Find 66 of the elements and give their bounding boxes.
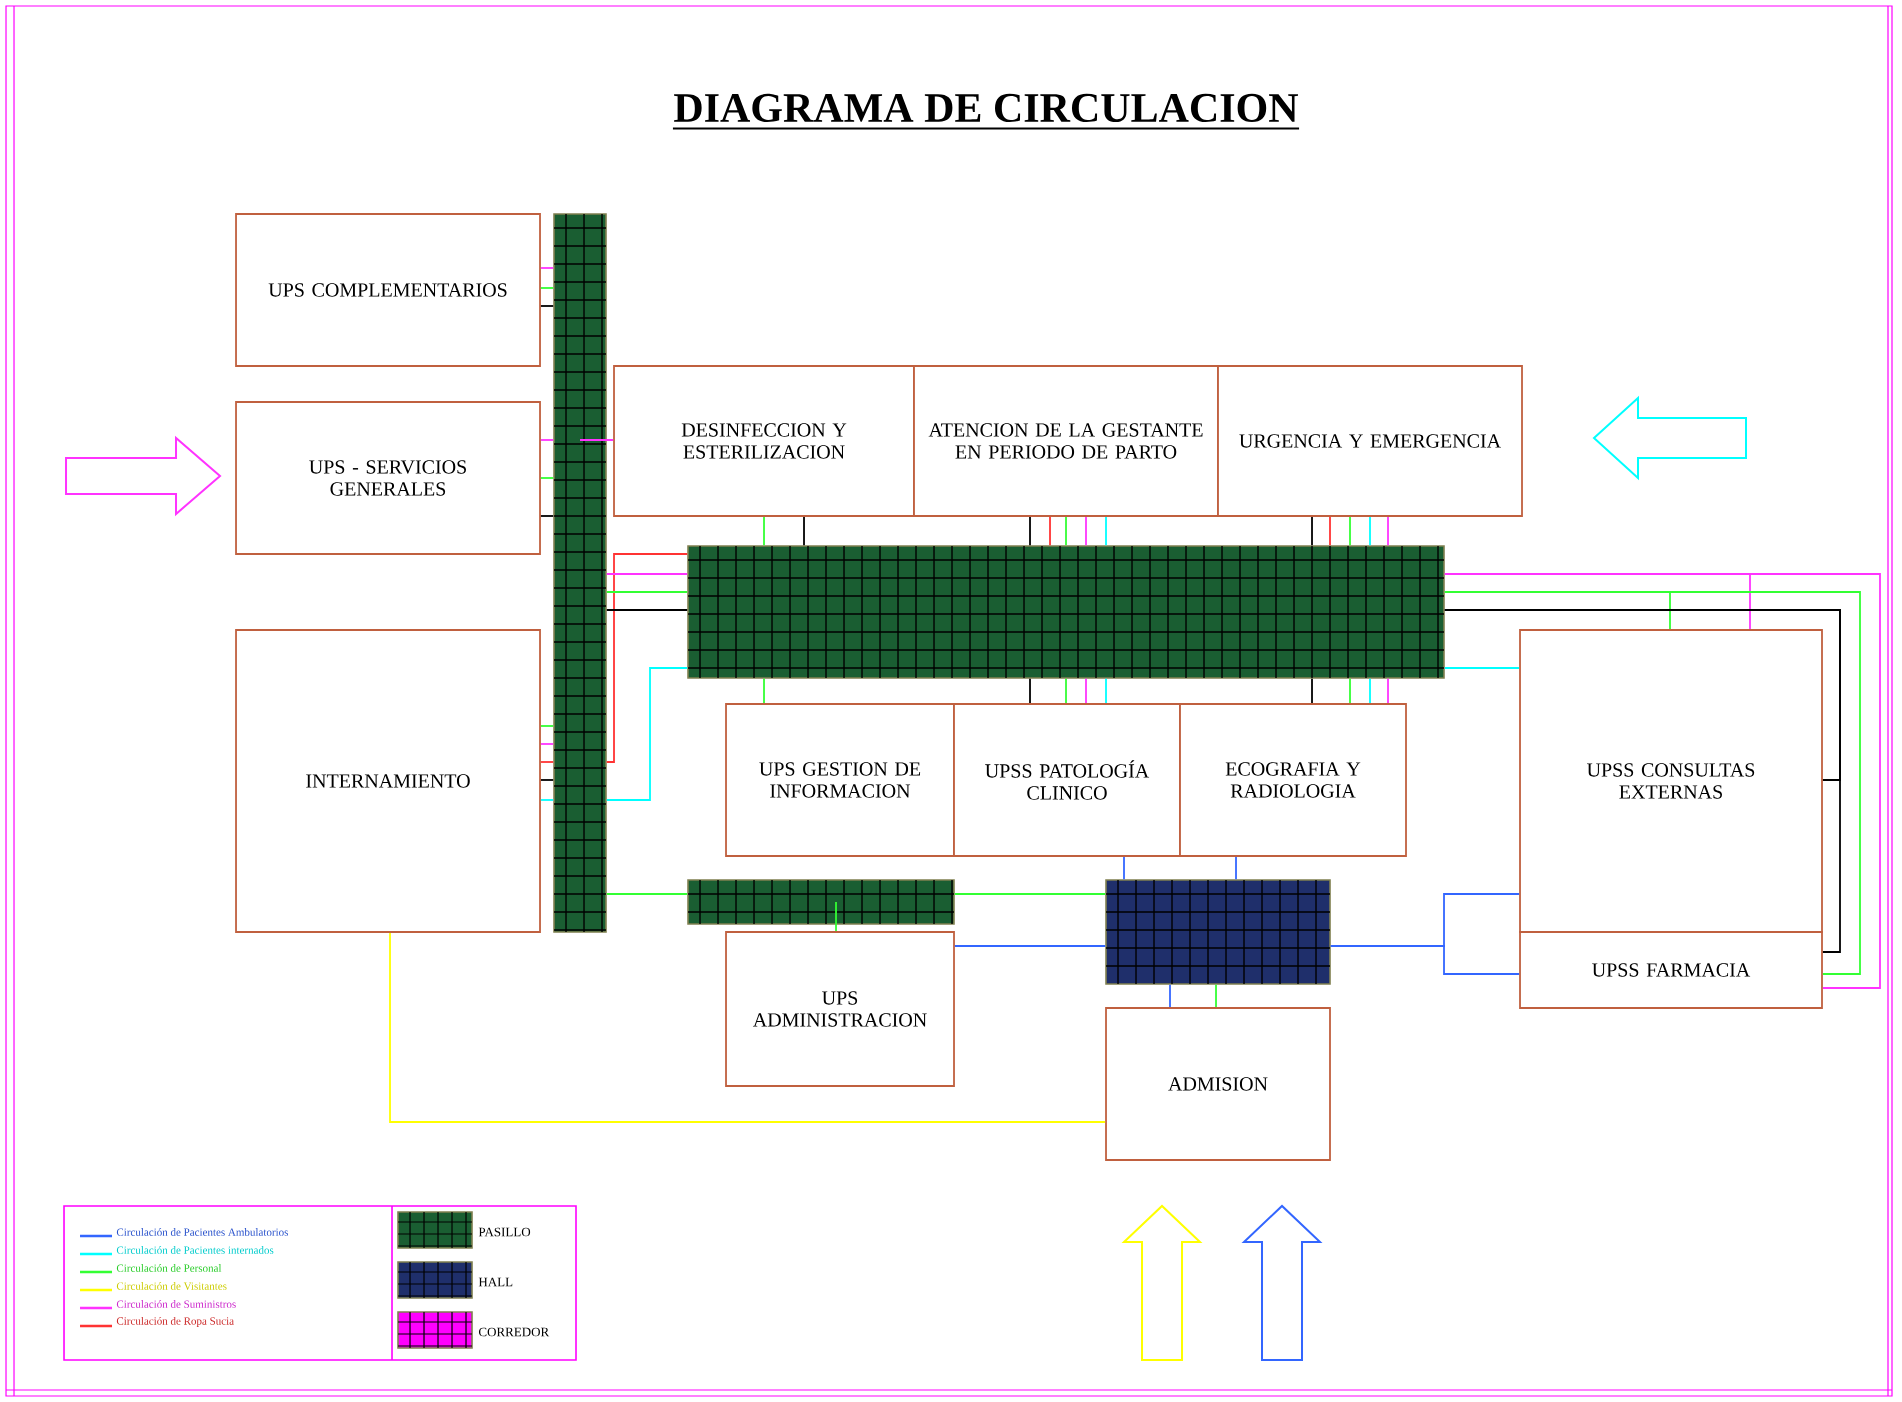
circulation-line [1085,677,1087,704]
circulation-line [579,439,614,441]
room-box: UPS COMPLEMENTARIOS [235,213,541,367]
circulation-line [763,677,765,704]
circulation-line [605,667,689,801]
circulation-line [540,267,555,269]
circulation-line [803,516,805,547]
circulation-line [1329,516,1331,547]
circulation-line [1065,677,1067,704]
circulation-line [605,893,689,895]
circulation-line [1369,516,1371,547]
circulation-line [605,573,689,575]
circulation-line [1235,856,1237,881]
circulation-line [605,591,689,593]
circulation-line [389,932,1106,1123]
circulation-line [1329,945,1520,975]
circulation-line [954,945,1107,947]
circulation-line [540,305,555,307]
circulation-line [1215,983,1217,1008]
circulation-line [1311,677,1313,704]
circulation-line [1029,677,1031,704]
circulation-line [1123,856,1125,881]
circulation-line [540,439,555,441]
circulation-line [763,516,765,547]
room-box: UPSS PATOLOGÍA CLINICO [953,703,1181,857]
circulation-line [540,743,555,745]
circulation-line [1105,516,1107,547]
corridor-block [687,879,955,925]
room-box: ADMISION [1105,1007,1331,1161]
corridor-block [687,545,1445,679]
circulation-line [1349,516,1351,547]
circulation-line [605,609,689,611]
room-box: UPS ADMINISTRACION [725,931,955,1087]
room-box: URGENCIA Y EMERGENCIA [1217,365,1523,517]
circulation-line [540,477,555,479]
room-box: ATENCION DE LA GESTANTE EN PERIODO DE PARTO [913,365,1219,517]
circulation-line [1049,516,1051,547]
circulation-line [1387,677,1389,704]
circulation-line [835,901,837,932]
circulation-line [1369,677,1371,704]
circulation-line [540,725,555,727]
circulation-line [540,779,555,781]
hall-block [1105,879,1331,985]
circulation-line [1443,667,1520,669]
circulation-line [1169,983,1171,1008]
circulation-line [1029,516,1031,547]
room-box: DESINFECCION Y ESTERILIZACION [613,365,915,517]
corridor-block [553,213,607,933]
circulation-line [1085,516,1087,547]
room-box: INTERNAMIENTO [235,629,541,933]
circulation-line [540,761,555,763]
room-box: ECOGRAFIA Y RADIOLOGIA [1179,703,1407,857]
circulation-line [540,287,555,289]
room-box: UPS - SERVICIOS GENERALES [235,401,541,555]
room-box: UPS GESTION DE INFORMACION [725,703,955,857]
circulation-line [605,553,689,763]
circulation-line [1065,516,1067,547]
circulation-line [953,893,1107,895]
circulation-line [1105,677,1107,704]
title: DIAGRAMA DE CIRCULACION [671,93,1301,130]
room-box: UPSS FARMACIA [1519,931,1823,1009]
circulation-line [1387,516,1389,547]
circulation-line [540,515,555,517]
circulation-line [1349,677,1351,704]
circulation-line [540,799,555,801]
circulation-line [1311,516,1313,547]
